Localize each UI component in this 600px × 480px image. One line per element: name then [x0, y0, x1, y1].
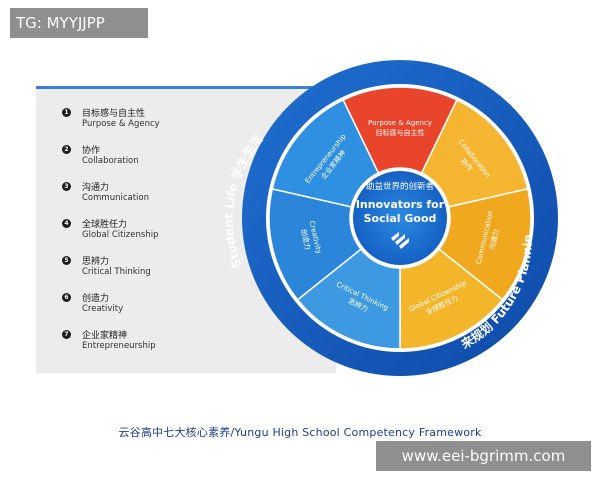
legend-item: 7 企业家精神 Entrepreneurship: [62, 328, 272, 365]
legend-number: 5: [62, 256, 71, 265]
legend-label-en: Global Citizenship: [82, 230, 159, 240]
legend-label-en: Collaboration: [82, 156, 139, 166]
legend-item: 4 全球胜任力 Global Citizenship: [62, 217, 272, 254]
legend-item: 5 思辨力 Critical Thinking: [62, 254, 272, 291]
legend-number: 4: [62, 219, 71, 228]
legend-item: 3 沟通力 Communication: [62, 180, 272, 217]
watermark-bottom: www.eei-bgrimm.com: [376, 441, 591, 471]
legend-label-zh: 协作: [82, 146, 101, 156]
school-logo-icon: [391, 232, 409, 249]
figure-caption: 云谷高中七大核心素养/Yungu High School Competency …: [118, 426, 482, 439]
legend-label-zh: 企业家精神: [82, 331, 128, 341]
legend-item: 6 创造力 Creativity: [62, 291, 272, 328]
segment-label-en: Purpose & Agency: [368, 119, 432, 127]
panel-accent-line: [36, 86, 336, 89]
legend-number: 6: [62, 293, 71, 302]
legend-label-en: Entrepreneurship: [82, 341, 156, 351]
legend-number: 1: [62, 108, 71, 117]
legend-label-en: Creativity: [82, 304, 124, 314]
legend-list: 1 目标感与自主性 Purpose & Agency 2 协作 Collabor…: [62, 106, 272, 365]
legend-number: 3: [62, 182, 71, 191]
center-label-en-line1: Innovators for: [356, 198, 445, 211]
watermark-top: TG: MYYJJPP: [10, 8, 148, 38]
legend-item: 2 协作 Collaboration: [62, 143, 272, 180]
legend-label-en: Purpose & Agency: [82, 119, 160, 129]
legend-label-en: Critical Thinking: [82, 267, 151, 277]
center-label-en-line2: Social Good: [364, 212, 437, 225]
legend-item: 1 目标感与自主性 Purpose & Agency: [62, 106, 272, 143]
legend-label-zh: 沟通力: [82, 183, 110, 193]
legend-label-zh: 目标感与自主性: [82, 109, 146, 119]
legend-label-en: Communication: [82, 193, 149, 203]
legend-label-zh: 创造力: [82, 294, 110, 304]
legend-number: 2: [62, 145, 71, 154]
ring-label-top: Academics 学术: [347, 19, 453, 43]
legend-label-zh: 思辨力: [82, 257, 110, 267]
center-label-zh: 助益世界的创新者: [366, 181, 435, 192]
center-disc: [353, 171, 447, 265]
segment-label-zh: 目标感与自主性: [376, 128, 425, 137]
legend-label-zh: 全球胜任力: [82, 220, 128, 230]
legend-number: 7: [62, 330, 71, 339]
